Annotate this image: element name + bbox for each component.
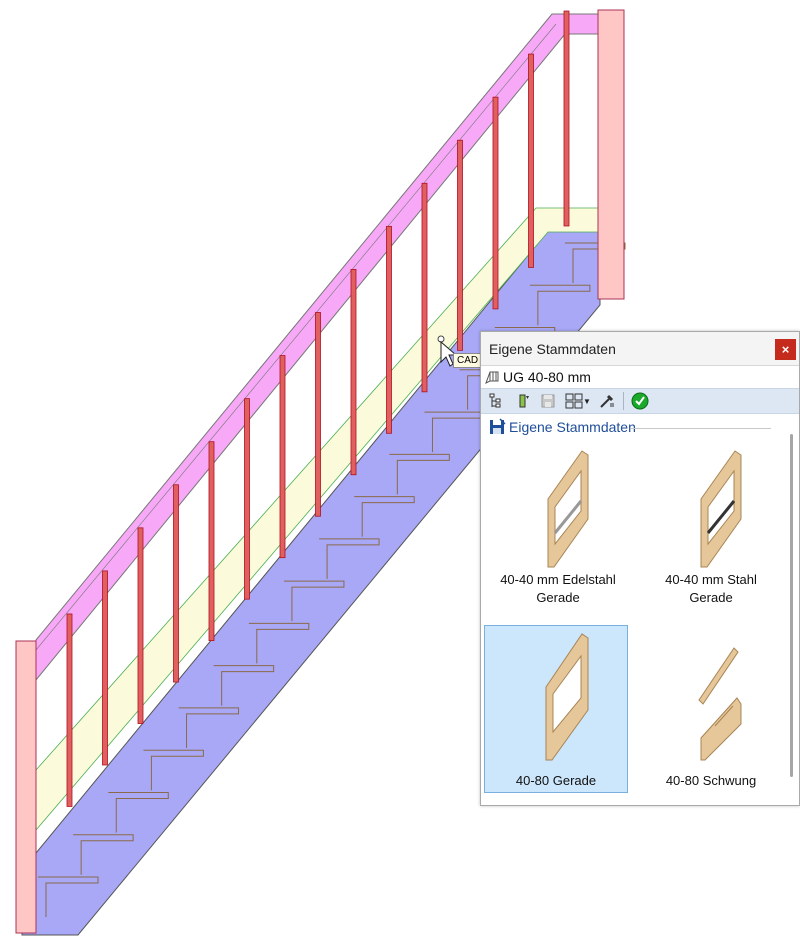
- group-label: Eigene Stammdaten: [509, 418, 636, 435]
- stair-step: [143, 749, 204, 791]
- scrollbar[interactable]: [790, 434, 793, 777]
- baluster: [350, 269, 357, 476]
- railing-thumbnail-icon: [698, 647, 742, 761]
- stammdaten-item-40-80-gerade[interactable]: 40-80 Gerade: [484, 625, 628, 793]
- group-divider: [631, 428, 771, 429]
- stammdaten-item-40-80-schwung[interactable]: 40-80 Schwung: [639, 625, 783, 793]
- baluster: [386, 225, 392, 434]
- stair-step: [529, 284, 591, 326]
- baluster: [563, 10, 570, 227]
- baluster: [457, 139, 463, 351]
- tree-structure-icon[interactable]: [486, 391, 506, 411]
- grid-view-icon[interactable]: [564, 391, 584, 411]
- railing-thumbnail-icon: [545, 633, 589, 761]
- mouse-cursor-icon: [437, 335, 458, 367]
- stair-step: [213, 665, 275, 706]
- baluster: [66, 613, 73, 807]
- stair-step: [178, 707, 240, 748]
- stair-step: [38, 876, 99, 917]
- balusters: [66, 10, 570, 807]
- stair-step: [283, 580, 345, 622]
- baluster: [208, 441, 215, 642]
- close-button[interactable]: ×: [775, 339, 796, 360]
- baluster: [492, 96, 499, 310]
- stair-step: [389, 453, 450, 495]
- pipette-icon[interactable]: [597, 391, 617, 411]
- disk-icon: [490, 418, 506, 434]
- group-header: Eigene Stammdaten: [489, 418, 636, 435]
- toolbar-separator: [622, 392, 624, 410]
- item-label: 40-80 Schwung: [665, 773, 757, 788]
- baluster: [137, 527, 144, 724]
- baluster: [528, 53, 534, 268]
- baluster: [173, 484, 179, 683]
- baluster: [279, 355, 286, 559]
- railing-thumbnail-icon: [547, 450, 589, 568]
- post-top: [597, 9, 625, 300]
- dialog-toolbar: ▼: [481, 388, 799, 414]
- baluster: [315, 312, 321, 517]
- railing-icon: [485, 371, 499, 384]
- item-label: 40-40 mm Edelstahl Gerade: [500, 572, 616, 605]
- cursor-tooltip: CAD: [453, 353, 483, 368]
- stair-step: [319, 538, 380, 579]
- stammdaten-dialog: Eigene Stammdaten × UG 40-80 mm ▼ Eigene…: [480, 331, 800, 806]
- path-text: UG 40-80 mm: [503, 369, 591, 385]
- dialog-titlebar[interactable]: Eigene Stammdaten ×: [481, 332, 799, 366]
- stammdaten-item-stahl[interactable]: 40-40 mm Stahl Gerade: [639, 442, 783, 610]
- stair-step: [108, 791, 169, 833]
- baluster: [102, 570, 108, 766]
- save-icon[interactable]: [538, 391, 558, 411]
- level-icon[interactable]: [512, 391, 532, 411]
- stair-step: [248, 622, 310, 664]
- post-bottom: [15, 640, 37, 934]
- stair-step: [73, 834, 134, 875]
- current-path[interactable]: UG 40-80 mm: [481, 366, 799, 388]
- railing-thumbnail-icon: [700, 450, 742, 568]
- stammdaten-item-edelstahl[interactable]: 40-40 mm Edelstahl Gerade: [486, 442, 630, 610]
- baluster: [421, 182, 428, 393]
- dropdown-arrow-icon[interactable]: ▼: [583, 396, 591, 406]
- item-label: 40-40 mm Stahl Gerade: [665, 572, 757, 605]
- baluster: [244, 398, 250, 600]
- dialog-title: Eigene Stammdaten: [489, 341, 616, 357]
- stair-step: [354, 496, 415, 537]
- confirm-icon[interactable]: [630, 391, 650, 411]
- item-label: 40-80 Gerade: [515, 773, 597, 788]
